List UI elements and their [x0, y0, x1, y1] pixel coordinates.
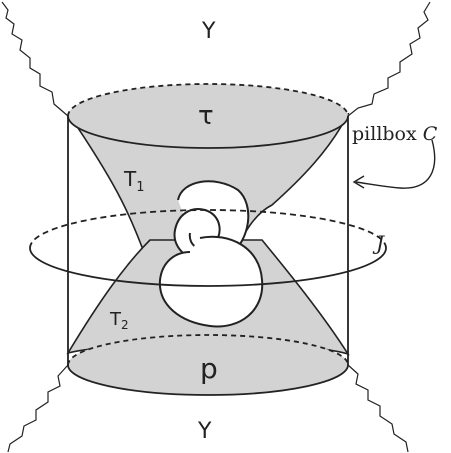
- label-lower-sheet-sub: 2: [121, 318, 129, 332]
- top-disk-back: [67, 83, 349, 117]
- label-pillbox: pillbox C: [352, 123, 438, 145]
- ring-front: [29, 247, 387, 287]
- pillbox-pointer: [352, 139, 436, 189]
- boundary-top-left: [1, 1, 69, 117]
- labels: Y Y τ p T1 T2 pillbox C J: [109, 19, 438, 444]
- label-bottom-region: Y: [197, 419, 212, 444]
- lower-loop: [158, 235, 264, 328]
- label-upper-sheet-main: T: [123, 167, 137, 191]
- region-boundaries: [1, 1, 431, 453]
- top-disk-front: [67, 115, 349, 149]
- knot-band: [158, 180, 264, 328]
- label-pillbox-word: pillbox: [352, 123, 423, 145]
- label-ring: J: [372, 231, 385, 255]
- boundary-bottom-left: [7, 364, 69, 453]
- label-upper-sheet: T1: [123, 167, 145, 195]
- bottom-disk-back: [67, 334, 349, 366]
- label-lower-sheet-main: T: [109, 309, 122, 330]
- label-top-region: Y: [201, 19, 216, 44]
- label-pillbox-symbol: C: [423, 123, 438, 145]
- label-top-disk: τ: [198, 101, 214, 131]
- pointer-arrowhead: [352, 175, 365, 189]
- pillbox-walls: [67, 116, 349, 365]
- boundary-top-right: [347, 1, 431, 117]
- disks: [67, 83, 349, 396]
- label-bottom-disk: p: [200, 352, 218, 385]
- label-lower-sheet: T2: [109, 309, 129, 332]
- bottom-disk: [68, 335, 348, 395]
- bottom-disk-front: [67, 364, 349, 396]
- label-upper-sheet-sub: 1: [136, 180, 144, 195]
- pointer-curve: [355, 139, 436, 189]
- ring-J: [29, 209, 387, 287]
- boundary-bottom-right: [347, 364, 409, 453]
